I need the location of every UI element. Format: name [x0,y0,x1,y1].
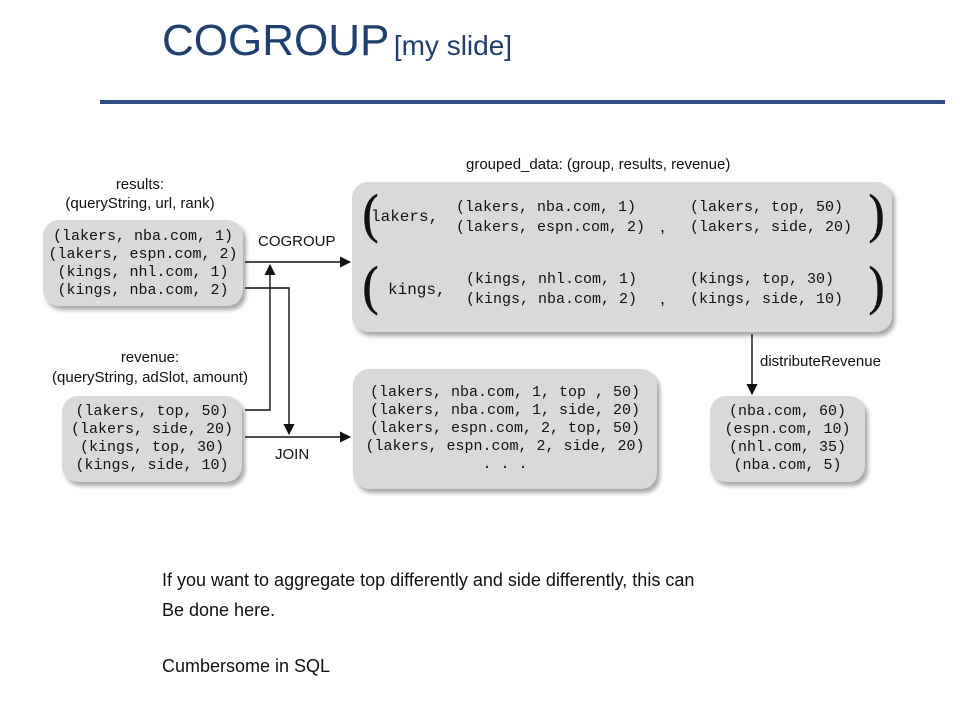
group-revenue-item: (kings, side, 10) [690,291,844,308]
distribute-label: distributeRevenue [760,353,881,370]
group-results-item: (kings, nhl.com, 1) [466,271,638,288]
join-result-box: (lakers, nba.com, 1, top , 50)(lakers, n… [353,369,657,489]
grouped-label: grouped_data: (group, results, revenue) [466,156,731,173]
cogroup-label: COGROUP [258,233,336,250]
results-to-join-line [245,287,295,436]
group-revenue-item: (lakers, top, 50) [690,199,844,216]
distribute-result-row: (espn.com, 10) [724,421,851,438]
group-key: kings, [388,281,446,299]
title-underline [100,100,945,104]
join-result-row: (lakers, espn.com, 2, top, 50) [369,420,641,437]
results-row: (lakers, nba.com, 1) [52,228,234,245]
revenue-rows: (lakers, top, 50)(lakers, side, 20)(king… [62,403,242,475]
group-revenue: (lakers, top, 50) (lakers, side, 20) [690,198,852,238]
revenue-row: (lakers, top, 50) [75,403,229,420]
distribute-result-box: (nba.com, 60)(espn.com, 10)(nhl.com, 35)… [710,396,865,482]
open-paren: ( [360,257,382,320]
results-row: (kings, nba.com, 2) [57,282,229,299]
group-revenue-item: (lakers, side, 20) [690,219,853,236]
revenue-row: (kings, top, 30) [79,439,225,456]
comma: , [660,216,666,236]
comma: , [660,288,666,308]
group-revenue-item: (kings, top, 30) [690,271,835,288]
group-results: (lakers, nba.com, 1) (lakers, espn.com, 2… [456,198,645,238]
distribute-result-row: (nba.com, 60) [728,403,847,420]
note-line-1: If you want to aggregate top differently… [162,570,695,590]
results-schema: (queryString, url, rank) [65,195,215,212]
slide-title: COGROUP [my slide] [162,16,512,66]
group-results-item: (lakers, espn.com, 2) [456,219,646,236]
slide-title-main: COGROUP [162,16,390,65]
join-label: JOIN [275,446,310,463]
group-results-item: (kings, nba.com, 2) [466,291,638,308]
results-rows: (lakers, nba.com, 1)(lakers, espn.com, 2… [43,228,243,300]
slide-title-suffix: [my slide] [393,30,513,61]
close-paren: ) [866,257,888,320]
grouped-box [352,182,892,332]
results-label: results: [115,176,165,193]
join-result-row: (lakers, nba.com, 1, top , 50) [369,384,641,401]
results-row: (lakers, espn.com, 2) [48,246,238,263]
group-key: lakers, [371,208,439,226]
results-box: (lakers, nba.com, 1)(lakers, espn.com, 2… [43,220,243,306]
revenue-row: (lakers, side, 20) [70,421,234,438]
join-result-rows: (lakers, nba.com, 1, top , 50)(lakers, n… [353,384,657,474]
group-revenue: (kings, top, 30) (kings, side, 10) [690,270,843,310]
revenue-label: revenue: [120,349,180,366]
distribute-result-row: (nba.com, 5) [733,457,842,474]
group-results-item: (lakers, nba.com, 1) [456,199,637,216]
join-result-row: (lakers, espn.com, 2, side, 20) [365,438,645,455]
revenue-to-cogroup-line [245,263,276,411]
open-paren: ( [360,185,382,248]
distribute-result-row: (nhl.com, 35) [728,439,847,456]
distribute-result-rows: (nba.com, 60)(espn.com, 10)(nhl.com, 35)… [710,403,865,475]
results-row: (kings, nhl.com, 1) [57,264,229,281]
note-line-3: Cumbersome in SQL [162,656,331,676]
revenue-box: (lakers, top, 50)(lakers, side, 20)(king… [62,396,242,482]
close-paren: ) [866,185,888,248]
group-results: (kings, nhl.com, 1) (kings, nba.com, 2) [466,270,637,310]
revenue-schema: (queryString, adSlot, amount) [52,369,248,386]
join-result-row: . . . [482,456,528,473]
note-line-2: Be done here. [162,600,276,620]
join-result-row: (lakers, nba.com, 1, side, 20) [369,402,641,419]
revenue-row: (kings, side, 10) [75,457,229,474]
